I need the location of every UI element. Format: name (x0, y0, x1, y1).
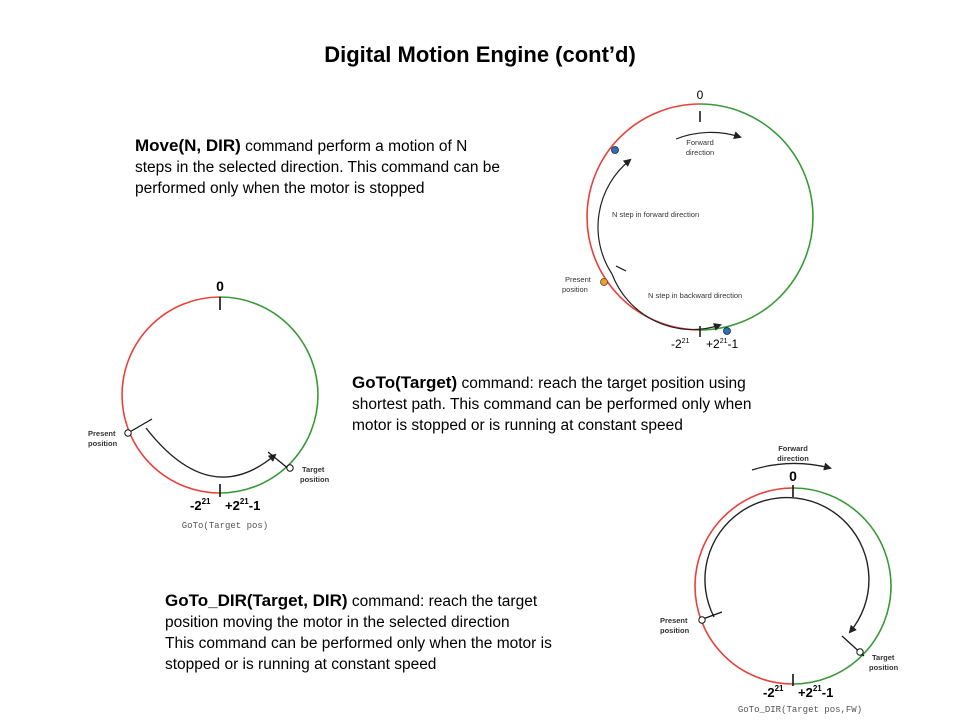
gotodir-zero-label: 0 (789, 468, 797, 484)
gotodir-target-marker (856, 648, 864, 656)
goto-present-marker (124, 429, 132, 437)
move-zero-label: 0 (697, 88, 704, 102)
gotodir-present-marker (698, 616, 706, 624)
goto-target-label-1: Target (302, 465, 325, 474)
goto-zero-label: 0 (216, 278, 224, 294)
gotodir-circle-green-arc (792, 487, 892, 685)
move-present-label-1: Present (565, 275, 592, 284)
gotodir-present-label-1: Present (660, 616, 688, 625)
goto-circle-green-arc (219, 296, 319, 494)
gotodir-neg-label: -221 (763, 684, 784, 700)
gotodir-forward-label-2: direction (777, 454, 809, 463)
move-description: Move(N, DIR) command perform a motion of… (135, 135, 585, 199)
goto-target-label-2: position (300, 475, 330, 484)
goto-circle-red-arc (121, 296, 221, 494)
move-present-dot (600, 278, 608, 286)
gotodir-text-1: command: reach the target (347, 593, 538, 610)
gotodir-text-3: This command can be performed only when … (165, 635, 552, 652)
move-neg-label: -221 (671, 337, 690, 351)
goto-target-marker (286, 464, 294, 472)
goto-diagram: 0 Present position Target position -221 … (88, 278, 330, 531)
move-start-tick (615, 265, 627, 272)
goto-pos-label: +221-1 (225, 497, 260, 513)
gotodir-forward-path-arrow (704, 496, 870, 634)
move-text-3: performed only when the motor is stopped (135, 180, 425, 197)
goto-text-3: motor is stopped or is running at consta… (352, 417, 683, 434)
move-backward-path-arrow (611, 273, 722, 331)
gotodir-present-label-2: position (660, 626, 690, 635)
goto-target-tick (267, 451, 291, 471)
gotodir-text-2: position moving the motor in the selecte… (165, 614, 510, 631)
gotodir-circle-red-arc (694, 487, 794, 685)
move-forward-path-arrow (597, 158, 632, 275)
move-text-2: steps in the selected direction. This co… (135, 159, 501, 176)
gotodir-description: GoTo_DIR(Target, DIR) command: reach the… (165, 590, 645, 675)
goto-neg-label: -221 (190, 497, 211, 513)
goto-text-2: shortest path. This command can be perfo… (352, 396, 752, 413)
gotodir-pos-label: +221-1 (798, 684, 833, 700)
goto-command-name: GoTo(Target) (352, 373, 458, 392)
move-command-name: Move(N, DIR) (135, 136, 241, 155)
slide-title: Digital Motion Engine (cont’d) (324, 42, 636, 67)
move-forward-label-1: Forward (686, 138, 714, 147)
move-n-forward-label: N step in forward direction (612, 210, 699, 219)
gotodir-forward-arrow (751, 462, 832, 471)
gotodir-forward-label-1: Forward (778, 444, 808, 453)
goto-description: GoTo(Target) command: reach the target p… (352, 372, 852, 436)
goto-text-1: command: reach the target position using (457, 375, 746, 392)
move-n-backward-label: N step in backward direction (648, 291, 742, 300)
goto-present-label-2: position (88, 439, 118, 448)
move-pos-label: +221-1 (706, 337, 738, 351)
move-circle-green-arc (699, 103, 814, 331)
gotodir-target-label-1: Target (872, 653, 895, 662)
gotodir-diagram: Forward direction 0 Present position Tar… (660, 444, 899, 715)
goto-present-label-1: Present (88, 429, 116, 438)
move-forward-arrow (675, 131, 742, 140)
goto-caption: GoTo(Target pos) (182, 521, 268, 531)
move-diagram: 0 Forward direction N step in forward di… (562, 88, 814, 351)
gotodir-text-4: stopped or is running at constant speed (165, 656, 437, 673)
gotodir-caption: GoTo_DIR(Target pos,FW) (738, 705, 862, 715)
move-text-1: command perform a motion of N (240, 138, 468, 155)
move-forward-label-2: direction (686, 148, 714, 157)
move-target-forward-dot (611, 146, 619, 154)
goto-shortest-path-arrow (145, 427, 277, 478)
move-present-label-2: position (562, 285, 588, 294)
gotodir-command-name: GoTo_DIR(Target, DIR) (165, 591, 348, 610)
gotodir-target-label-2: position (869, 663, 899, 672)
move-target-backward-dot (723, 327, 731, 335)
goto-start-tick (127, 418, 153, 434)
